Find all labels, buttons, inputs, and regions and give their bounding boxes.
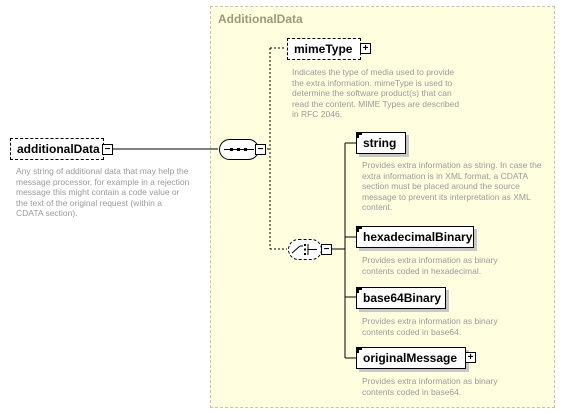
minus-icon[interactable]: − bbox=[255, 144, 266, 155]
plus-icon[interactable]: + bbox=[360, 43, 371, 54]
element-base64Binary[interactable]: base64Binary bbox=[356, 287, 446, 309]
minus-icon[interactable]: − bbox=[102, 144, 113, 155]
element-label: string bbox=[363, 136, 397, 150]
choice-icon bbox=[291, 244, 317, 255]
choice-compositor[interactable] bbox=[288, 239, 322, 260]
element-string[interactable]: string bbox=[356, 132, 406, 154]
element-label: hexadecimalBinary bbox=[363, 230, 473, 244]
element-label: additionalData bbox=[17, 142, 100, 156]
base64Binary-documentation: Provides extra information as binary con… bbox=[362, 316, 498, 337]
element-mimeType[interactable]: mimeType bbox=[287, 38, 361, 60]
minus-icon[interactable]: − bbox=[321, 244, 332, 255]
element-hexadecimalBinary[interactable]: hexadecimalBinary bbox=[356, 226, 474, 248]
element-label: mimeType bbox=[294, 42, 353, 56]
element-originalMessage[interactable]: originalMessage bbox=[356, 347, 466, 369]
sequence-compositor[interactable] bbox=[219, 139, 259, 160]
hexadecimalBinary-documentation: Provides extra information as binary con… bbox=[362, 255, 498, 276]
mimeType-documentation: Indicates the type of media used to prov… bbox=[292, 67, 460, 119]
root-documentation: Any string of additional data that may h… bbox=[16, 166, 190, 218]
sequence-icon bbox=[224, 148, 254, 151]
element-additionalData[interactable]: additionalData bbox=[10, 138, 104, 160]
string-documentation: Provides extra information as string. In… bbox=[362, 160, 542, 212]
type-container bbox=[210, 6, 555, 408]
element-label: originalMessage bbox=[363, 351, 458, 365]
plus-icon[interactable]: + bbox=[465, 352, 476, 363]
type-title: AdditionalData bbox=[218, 12, 303, 26]
element-label: base64Binary bbox=[363, 291, 442, 305]
originalMessage-documentation: Provides extra information as binary con… bbox=[362, 376, 498, 397]
